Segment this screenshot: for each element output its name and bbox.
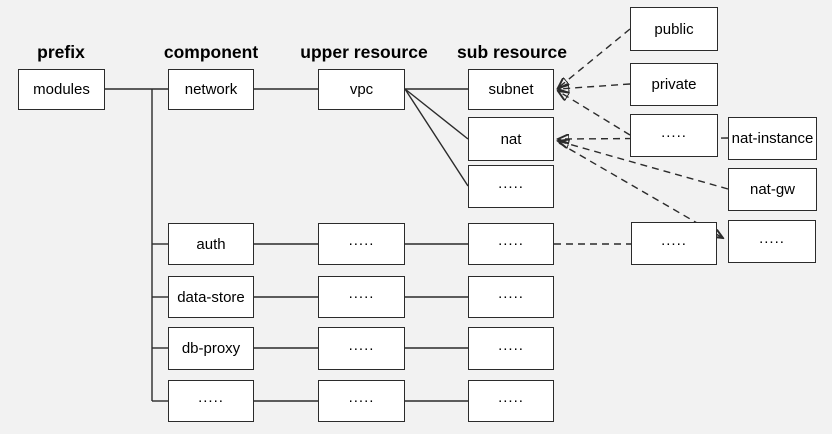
node-db-proxy-upper: ..... <box>318 327 405 370</box>
node-vpc: vpc <box>318 69 405 110</box>
node-db-proxy-sub: ..... <box>468 327 554 370</box>
node-data-store-upper: ..... <box>318 276 405 318</box>
node-auth-sub: ..... <box>468 223 554 265</box>
node-component-more-upper: ..... <box>318 380 405 422</box>
column-header-prefix: prefix <box>37 41 85 62</box>
edge-public-subnet <box>558 28 631 88</box>
node-component-more: ..... <box>168 380 254 422</box>
edge-nat-gw-nat <box>558 141 729 190</box>
edge-subnet-variant-more-subnet <box>558 91 631 136</box>
node-subnet: subnet <box>468 69 554 110</box>
edge-private-subnet <box>558 83 631 89</box>
node-auth-variant: ..... <box>631 222 717 265</box>
node-network: network <box>168 69 254 110</box>
node-public: public <box>630 7 718 51</box>
node-nat: nat <box>468 117 554 161</box>
node-subnet-variant-more: ..... <box>630 114 718 157</box>
node-nat-instance: nat-instance <box>728 117 817 160</box>
column-header-component: component <box>163 41 259 62</box>
node-nat-gw: nat-gw <box>728 168 817 211</box>
node-data-store: data-store <box>168 276 254 318</box>
node-auth-upper: ..... <box>318 223 405 265</box>
node-nat-variant-more: ..... <box>728 220 816 263</box>
edge-vpc-nat <box>404 88 469 140</box>
node-data-store-sub: ..... <box>468 276 554 318</box>
edge-vpc-network-sub-more <box>404 88 469 187</box>
node-modules: modules <box>18 69 105 110</box>
column-header-upper-resource: upper resource <box>300 41 428 62</box>
node-private: private <box>630 63 718 106</box>
node-db-proxy: db-proxy <box>168 327 254 370</box>
node-component-more-sub: ..... <box>468 380 554 422</box>
column-header-sub-resource: sub resource <box>457 41 567 62</box>
node-network-sub-more: ..... <box>468 165 554 208</box>
node-auth: auth <box>168 223 254 265</box>
